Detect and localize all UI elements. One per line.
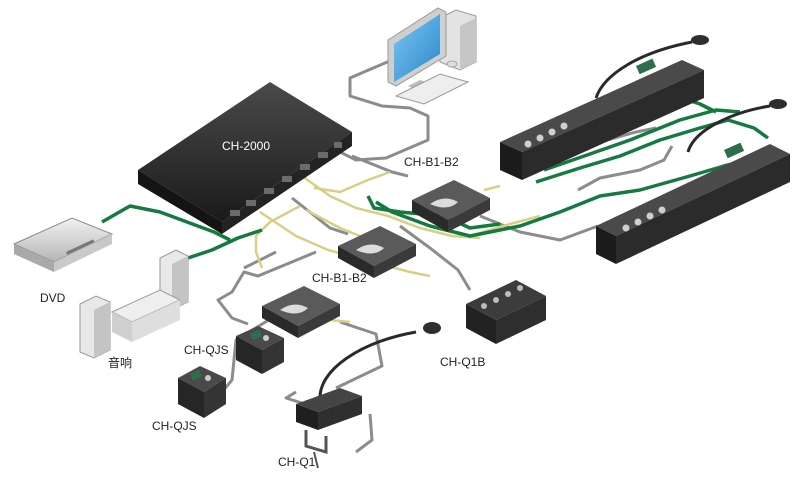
- main-unit-label: CH-2000: [222, 139, 270, 153]
- computer-icon: [387, 7, 477, 105]
- qjs-lower-unit: [178, 366, 226, 418]
- dvd-label: DVD: [40, 291, 66, 305]
- conference-unit-b: [596, 99, 790, 264]
- splitter-mid: [338, 226, 416, 278]
- q1-label: CH-Q1: [278, 455, 316, 469]
- qjs-upper-label: CH-QJS: [184, 343, 229, 357]
- q1b-unit: [466, 280, 546, 344]
- main-unit-ch2000: CH-2000: [138, 82, 352, 234]
- qjs-lower-label: CH-QJS: [152, 419, 197, 433]
- speaker-icon: [79, 249, 189, 359]
- splitter-top-label: CH-B1-B2: [404, 155, 459, 169]
- q1b-label: CH-Q1B: [440, 355, 485, 369]
- qjs-upper-unit: [236, 326, 284, 374]
- microphone-icon: [423, 322, 441, 334]
- splitter-top: [412, 180, 490, 232]
- conference-unit-a: [500, 35, 709, 180]
- speakers-label: 音响: [108, 355, 132, 370]
- splitter-mid-label: CH-B1-B2: [312, 271, 367, 285]
- dvd-player-icon: [12, 217, 114, 272]
- q1-microphone-unit: [296, 322, 441, 469]
- splitter-lower: [262, 286, 340, 338]
